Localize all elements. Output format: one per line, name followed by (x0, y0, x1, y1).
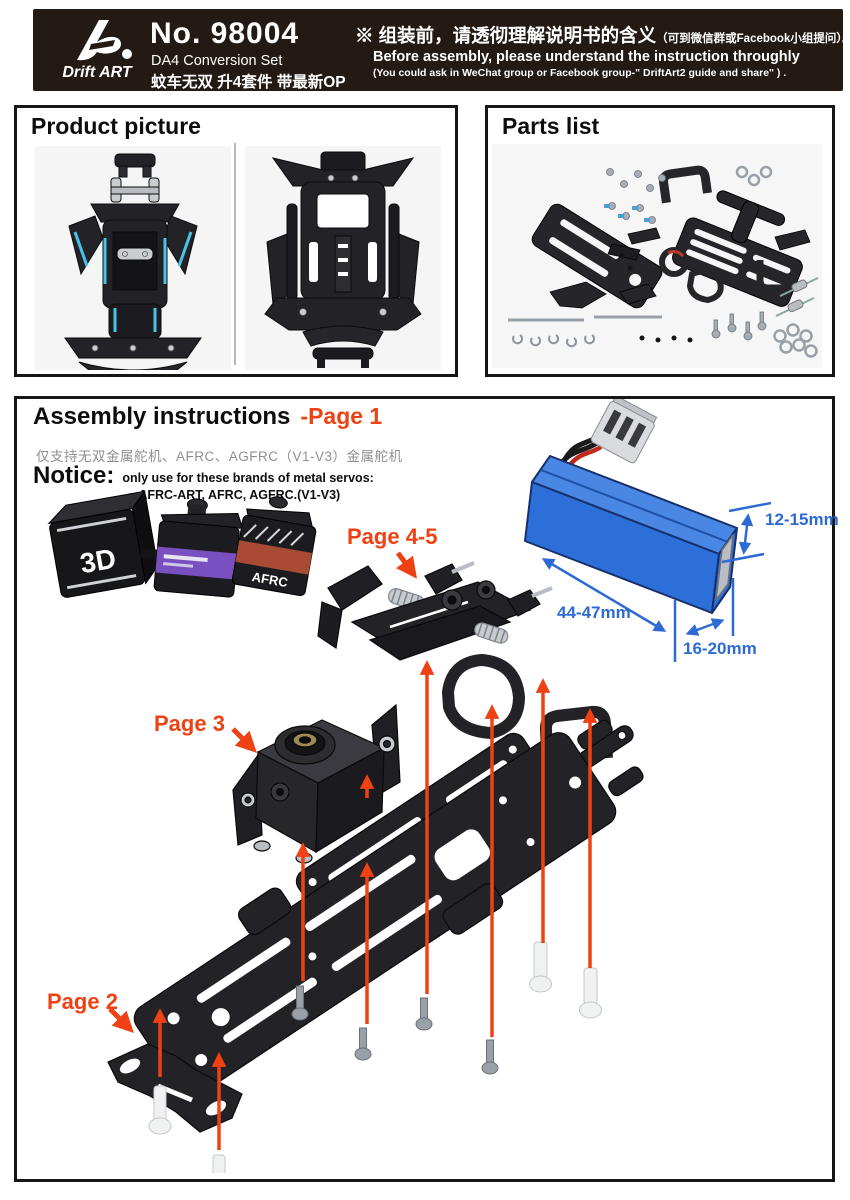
brand-logo: Drift ART (47, 14, 147, 86)
callout-pointer-arrows (108, 551, 417, 1033)
part-l-bracket (756, 260, 784, 292)
battery-connector (590, 399, 658, 464)
washer-cluster-bottom (773, 323, 818, 358)
page3-pointer-arrow (231, 727, 257, 753)
header-notice-cn: ※ 组装前，请透彻理解说明书的含义（可到微信群或Facebook小组提问）。 (355, 22, 850, 48)
screws-white (148, 941, 602, 1173)
part-battery-plate (672, 217, 803, 307)
servo-afrc: AFRC (231, 496, 317, 597)
parts-list-section: Parts list (485, 105, 835, 377)
front-lower-plate (107, 1043, 243, 1133)
product-name-cn: 蚊车无双 升4套件 带最新OP (151, 74, 346, 91)
notice-label: Notice: (33, 462, 115, 489)
dim-width-label: 16-20mm (683, 639, 757, 658)
page2-pointer-arrow (108, 1007, 134, 1033)
product-picture-title: Product picture (31, 113, 201, 139)
parts-list-photo (492, 144, 822, 368)
battery-wire-red (567, 445, 603, 468)
part-d-ring (686, 268, 724, 304)
header-notice-cn-main: ※ 组装前，请透彻理解说明书的含义 (355, 25, 657, 46)
callout-page-2: Page 2 (47, 989, 118, 1014)
servo-right-label: AFRC (251, 569, 290, 590)
assembly-page-tag: -Page 1 (300, 403, 383, 429)
screw-cluster-bluetip (604, 202, 656, 224)
brand-name: Drift ART (62, 64, 132, 81)
metal-servos-photo: 3D (47, 490, 317, 598)
servo-notice: Notice: only use for these brands of met… (33, 462, 374, 502)
spring-linkages (775, 277, 819, 317)
header-notice-en: Before assembly, please understand the i… (373, 49, 800, 65)
screw-row-bottom (711, 311, 767, 341)
battery-illustration (524, 399, 772, 662)
d-ring-mount (441, 653, 526, 740)
page45-pointer-arrow (395, 551, 417, 579)
servo-assembly (232, 703, 401, 864)
steel-rods (508, 315, 662, 322)
battery-body (524, 455, 738, 614)
photo-divider (234, 143, 236, 365)
servo-left-label: 3D (78, 543, 119, 580)
servo-afrc-v3: 3D (47, 490, 192, 598)
header-notice-en-paren: (You could ask in WeChat group or Facebo… (373, 67, 787, 79)
assembly-direction-arrows (152, 660, 598, 1150)
dim-height-label: 12-15mm (765, 510, 839, 529)
dim-width-arrow (673, 578, 735, 662)
u-bracket-mount (539, 705, 613, 769)
header-notice-cn-paren: （可到微信群或Facebook小组提问）。 (656, 33, 850, 45)
dim-length-label: 44-47mm (557, 603, 631, 622)
callout-page-3: Page 3 (154, 711, 225, 736)
chassis-top-view-photo (245, 146, 441, 370)
product-name-en: DA4 Conversion Set (151, 53, 283, 69)
nut-dots (619, 253, 693, 343)
blue-accents (73, 231, 193, 332)
notice-line-1: only use for these brands of metal servo… (122, 471, 374, 485)
c-clip-row (512, 334, 596, 348)
part-main-plate (531, 203, 663, 309)
screws-gray (291, 985, 499, 1075)
callout-page-4-5: Page 4-5 (347, 524, 438, 549)
servo-agfrc (153, 498, 244, 598)
steering-assembly (317, 561, 553, 661)
dim-height-arrow (721, 501, 772, 564)
header-bar: Drift ART No. 98004 DA4 Conversion Set 蚊… (33, 9, 850, 91)
assembly-title-row: Assembly instructions -Page 1 (33, 403, 382, 431)
assembly-title: Assembly instructions (33, 403, 291, 430)
small-mount-parts (549, 227, 811, 309)
part-ring-red-accent (667, 250, 685, 258)
product-picture-section: Product picture (14, 105, 458, 377)
dim-length-arrow (541, 558, 667, 632)
chassis-front-view-photo (35, 146, 231, 370)
part-t-bar (716, 190, 786, 244)
servo-support-note-cn: 仅支持无双金属舵机、AFRC、AGFRC（V1-V3）金属舵机 (36, 449, 403, 464)
assembly-section: Assembly instructions -Page 1 仅支持无双金属舵机、A… (14, 396, 839, 1182)
part-ring (659, 247, 689, 277)
screw-cluster-top (606, 168, 666, 192)
assembly-diagram: 3D (47, 399, 772, 1173)
product-number: No. 98004 (150, 17, 300, 50)
notice-line-2: AFRC-ART, AFRC, AGFRC.(V1-V3) (138, 488, 341, 502)
drift-art-logo-icon (77, 20, 132, 61)
parts-list-title: Parts list (502, 113, 600, 139)
washer-cluster-top (735, 165, 773, 187)
